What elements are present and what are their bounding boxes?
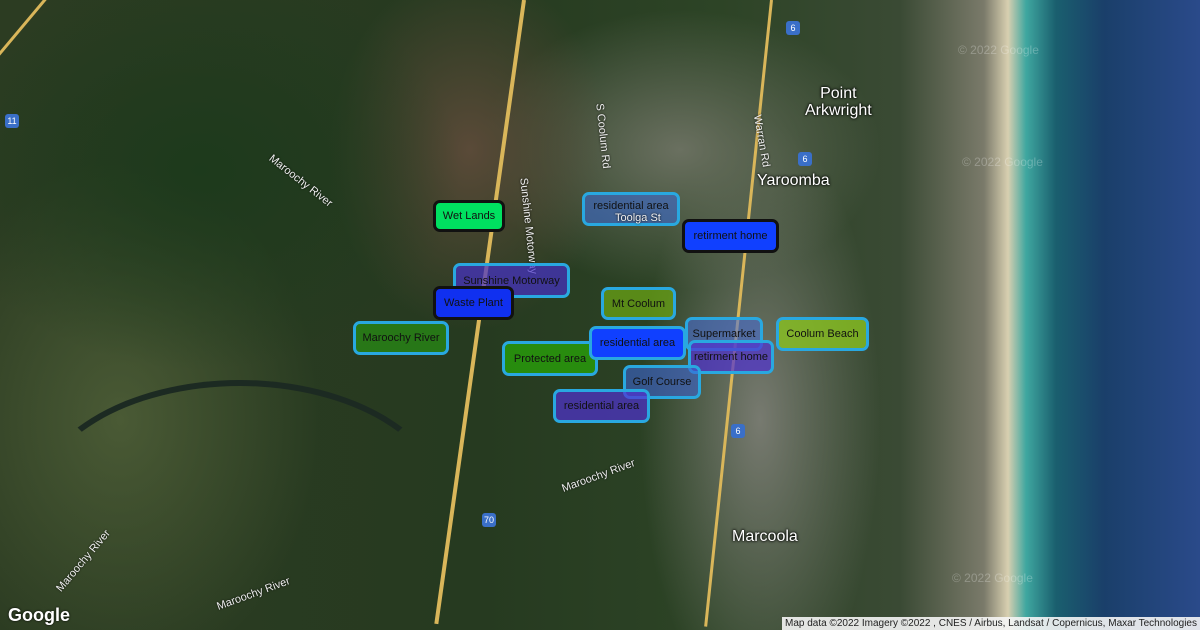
marker-coolum-beach[interactable]: Coolum Beach xyxy=(776,317,869,351)
watermark: © 2022 Google xyxy=(958,43,1039,57)
route-11-shield: 11 xyxy=(5,114,19,128)
marker-maroochy-river[interactable]: Maroochy River xyxy=(353,321,449,355)
street-toolga-st: Toolga St xyxy=(615,212,661,224)
street-s-coolum-rd: S Coolum Rd xyxy=(593,102,613,170)
route-6-shield: 6 xyxy=(731,424,745,438)
marker-golf-course[interactable]: Golf Course xyxy=(623,365,701,399)
maroochy-river xyxy=(30,380,450,630)
street-sunshine-motorway: Sunshine Motorway xyxy=(517,177,540,275)
marker-residential-area[interactable]: Protected area xyxy=(502,341,598,376)
place-point-arkwright: Point Arkwright xyxy=(805,85,872,119)
marker-retirement-home[interactable]: retirment home xyxy=(688,340,774,374)
marker-residential-area[interactable]: residential area xyxy=(553,389,650,423)
marker-residential-area[interactable]: residential area xyxy=(582,192,680,226)
marker-mt-coolum[interactable]: Mt Coolum xyxy=(601,287,676,320)
google-logo[interactable]: Google xyxy=(8,605,70,625)
place-yaroomba: Yaroomba xyxy=(757,172,830,189)
watermark: © 2022 Google xyxy=(962,155,1043,169)
marker-waste-plant[interactable]: Waste Plant xyxy=(433,286,514,320)
route-6-shield: 6 xyxy=(798,152,812,166)
street-maroochy-river: Maroochy River xyxy=(560,457,637,495)
watermark: © 2022 Google xyxy=(952,571,1033,585)
street-maroochy-river: Maroochy River xyxy=(266,152,335,210)
route-70-shield: 70 xyxy=(482,513,496,527)
map-attribution: Map data ©2022 Imagery ©2022 , CNES / Ai… xyxy=(782,617,1200,630)
place-marcoola: Marcoola xyxy=(732,528,798,545)
marker-residential-area[interactable]: residential area xyxy=(589,326,686,360)
marker-retirement-home[interactable]: retirment home xyxy=(682,219,779,253)
marker-wet-lands[interactable]: Wet Lands xyxy=(433,200,505,232)
route-6-shield: 6 xyxy=(786,21,800,35)
